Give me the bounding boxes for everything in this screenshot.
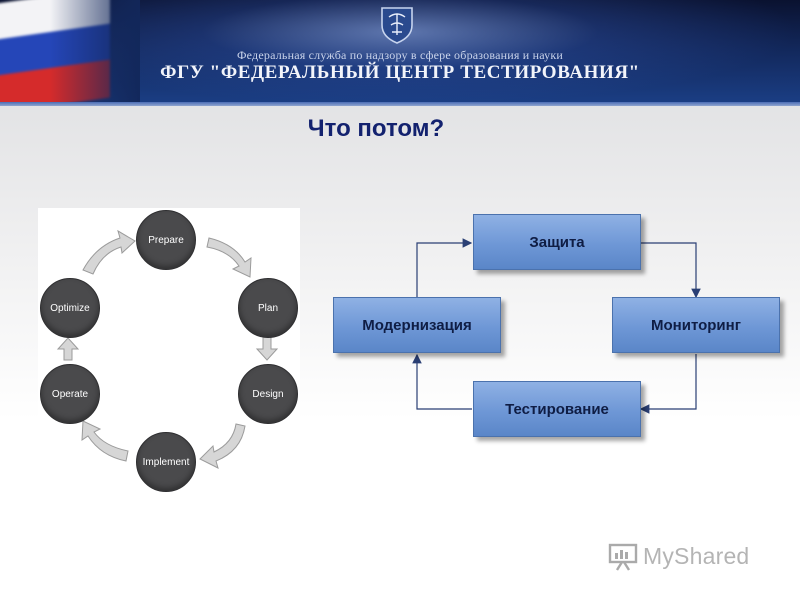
flow-box-testing: Тестирование (473, 381, 641, 437)
connector-bottom-left (412, 353, 472, 410)
lifecycle-diagram: Prepare Plan Design Implement Operate Op… (38, 208, 300, 506)
connector-right-bottom (639, 354, 697, 414)
cycle-node-operate: Operate (40, 364, 100, 424)
cycle-arrow-implement-operate (81, 420, 129, 462)
myshared-watermark: MyShared (607, 536, 749, 576)
flow-box-modernization: Модернизация (333, 297, 501, 353)
slide-title: Что потом? (307, 115, 445, 142)
connector-top-right (640, 242, 701, 299)
cycle-node-plan: Plan (238, 278, 298, 338)
cycle-arrows (56, 229, 279, 469)
cycle-node-prepare: Prepare (136, 210, 196, 270)
cycle-node-implement: Implement (136, 432, 196, 492)
cycle-arrow-plan-design (255, 336, 279, 361)
cycle-arrow-optimize-prepare (82, 229, 136, 275)
coat-of-arms-icon (381, 7, 413, 44)
flag-fade (50, 0, 140, 106)
cycle-arrow-operate-optimize (56, 337, 80, 361)
cycle-arrow-design-implement (199, 423, 246, 469)
cycle-node-design: Design (238, 364, 298, 424)
flow-box-monitoring: Мониторинг (612, 297, 780, 353)
watermark-text: MyShared (643, 542, 750, 569)
flow-box-protection: Защита (473, 214, 641, 270)
header-title: ФГУ "ФЕДЕРАЛЬНЫЙ ЦЕНТР ТЕСТИРОВАНИЯ" (160, 62, 640, 83)
cycle-node-optimize: Optimize (40, 278, 100, 338)
header-divider (0, 102, 800, 106)
cycle-arrow-prepare-plan (206, 237, 252, 278)
presentation-board-icon (608, 543, 638, 571)
header-banner: Федеральная служба по надзору в сфере об… (0, 0, 800, 106)
connector-left-top (416, 238, 473, 297)
header-subtitle: Федеральная служба по надзору в сфере об… (237, 48, 563, 62)
